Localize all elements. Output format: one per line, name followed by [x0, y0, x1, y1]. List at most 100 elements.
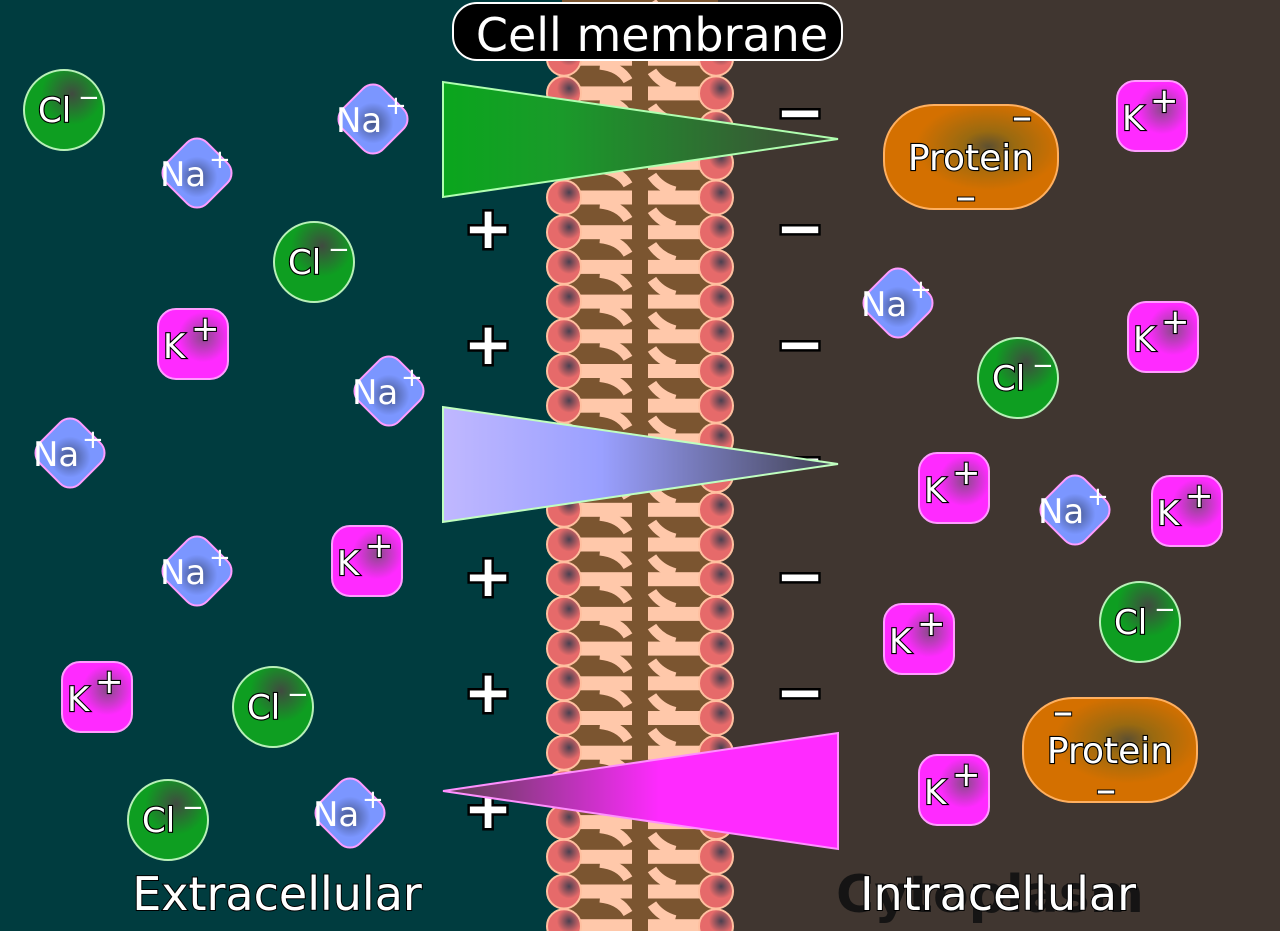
ion-symbol: Na — [352, 373, 398, 413]
ion-symbol: Cl — [38, 91, 71, 131]
protein-charge: − — [1011, 104, 1033, 134]
ion-symbol: Na — [33, 435, 79, 475]
lipid-head-inner — [698, 873, 734, 910]
ion-charge: + — [1150, 81, 1179, 121]
negative-sign: − — [776, 310, 825, 378]
protein-charge: − — [955, 184, 977, 214]
ion-charge: + — [1161, 302, 1190, 342]
lipid-head-inner — [698, 526, 734, 563]
ion-symbol: K — [1133, 320, 1157, 360]
ion-symbol: Na — [861, 285, 907, 325]
lipid-tail-left — [575, 572, 633, 604]
lipid-head-outer — [546, 179, 582, 216]
lipid-tail-right — [647, 866, 705, 899]
lipid-head-inner — [698, 248, 734, 285]
lipid-tail-left — [575, 537, 633, 570]
lipid-tail-left — [575, 190, 633, 223]
ion-charge: − — [287, 680, 309, 710]
lipid-tail-right — [647, 241, 705, 274]
ion-symbol: K — [163, 327, 187, 367]
ion-charge: + — [385, 91, 407, 121]
lipid-tail-left — [575, 919, 632, 931]
k-ion: K+ — [61, 661, 133, 733]
k-ion: K+ — [331, 525, 403, 597]
ion-symbol: Cl — [142, 801, 175, 841]
lipid-tail-right — [647, 901, 705, 931]
lipid-tail-right — [647, 172, 705, 205]
lipid-head-outer — [546, 387, 582, 424]
ion-charge: + — [917, 604, 946, 644]
lipid-head-outer — [546, 700, 582, 736]
lipid-tail-right — [647, 311, 705, 344]
lipid-tail-right — [647, 276, 705, 309]
cl-ion: Cl− — [127, 779, 209, 861]
lipid-tail-right — [647, 623, 705, 656]
ion-charge: + — [910, 275, 932, 305]
lipid-tail-right — [647, 346, 705, 378]
ion-symbol: Cl — [288, 243, 321, 283]
lipid-tail-right — [647, 554, 705, 587]
cl-ion: Cl− — [23, 69, 105, 151]
cl-ion: Cl− — [232, 666, 314, 748]
k-ion: K+ — [157, 308, 229, 380]
ion-symbol: Cl — [247, 688, 280, 728]
lipid-head-inner — [698, 214, 734, 251]
protein-label: Protein — [1047, 731, 1173, 772]
k-ion: K+ — [1116, 80, 1188, 152]
ion-symbol: Na — [313, 795, 359, 835]
lipid-tail-left — [575, 884, 633, 917]
na-ion: Na+ — [336, 83, 409, 155]
lipid-tail-right — [647, 693, 705, 725]
lipid-head-outer — [546, 248, 582, 285]
na-ion: Na+ — [160, 535, 233, 607]
lipid-head-inner — [698, 318, 734, 355]
ion-charge: + — [952, 453, 981, 493]
lipid-tail-left — [575, 606, 633, 639]
na-ion: Na+ — [33, 417, 106, 489]
chloride-gradient-triangle — [442, 80, 839, 199]
ion-charge: + — [1087, 482, 1109, 512]
potassium-gradient-triangle — [442, 731, 839, 851]
lipid-head-outer — [546, 595, 582, 632]
lipid-head-outer — [546, 734, 582, 771]
lipid-tail-left — [575, 225, 633, 257]
protein-ion: Protein − − — [883, 103, 1059, 215]
positive-sign: + — [464, 310, 513, 378]
lipid-head-inner — [698, 665, 734, 702]
lipid-head-inner — [698, 700, 734, 736]
ion-charge: + — [95, 662, 124, 702]
lipid-tail-left — [575, 364, 633, 396]
ion-charge: + — [401, 363, 423, 393]
lipid-head-outer — [546, 908, 582, 931]
ion-charge: + — [365, 526, 394, 566]
ion-symbol: Cl — [1114, 603, 1147, 643]
ion-charge: + — [952, 755, 981, 795]
ion-symbol: K — [924, 471, 948, 511]
lipid-head-inner — [698, 75, 734, 112]
protein-charge: − — [1095, 777, 1117, 807]
na-ion: Na+ — [160, 137, 233, 209]
lipid-head-outer — [546, 838, 582, 875]
lipid-tail-right — [647, 831, 705, 864]
lipid-tail-left — [575, 641, 633, 674]
lipid-tail-right — [647, 519, 705, 552]
ion-symbol: K — [889, 622, 913, 662]
ion-charge: − — [182, 793, 204, 823]
protein-label: Protein — [908, 138, 1034, 179]
ion-charge: − — [1154, 595, 1176, 625]
lipid-tail-left — [575, 294, 633, 327]
lipid-tail-right — [647, 658, 705, 691]
lipid-tail-right — [647, 588, 705, 621]
ion-symbol: Na — [160, 155, 206, 195]
ion-charge: + — [1185, 476, 1214, 516]
lipid-head-outer — [546, 318, 582, 355]
negative-sign: − — [776, 658, 825, 726]
lipid-head-inner — [698, 630, 734, 667]
lipid-head-outer — [546, 283, 582, 320]
lipid-tail-left — [575, 676, 633, 709]
positive-sign: + — [464, 542, 513, 610]
k-ion: K+ — [883, 603, 955, 675]
lipid-head-inner — [698, 179, 734, 216]
k-ion: K+ — [1127, 301, 1199, 373]
